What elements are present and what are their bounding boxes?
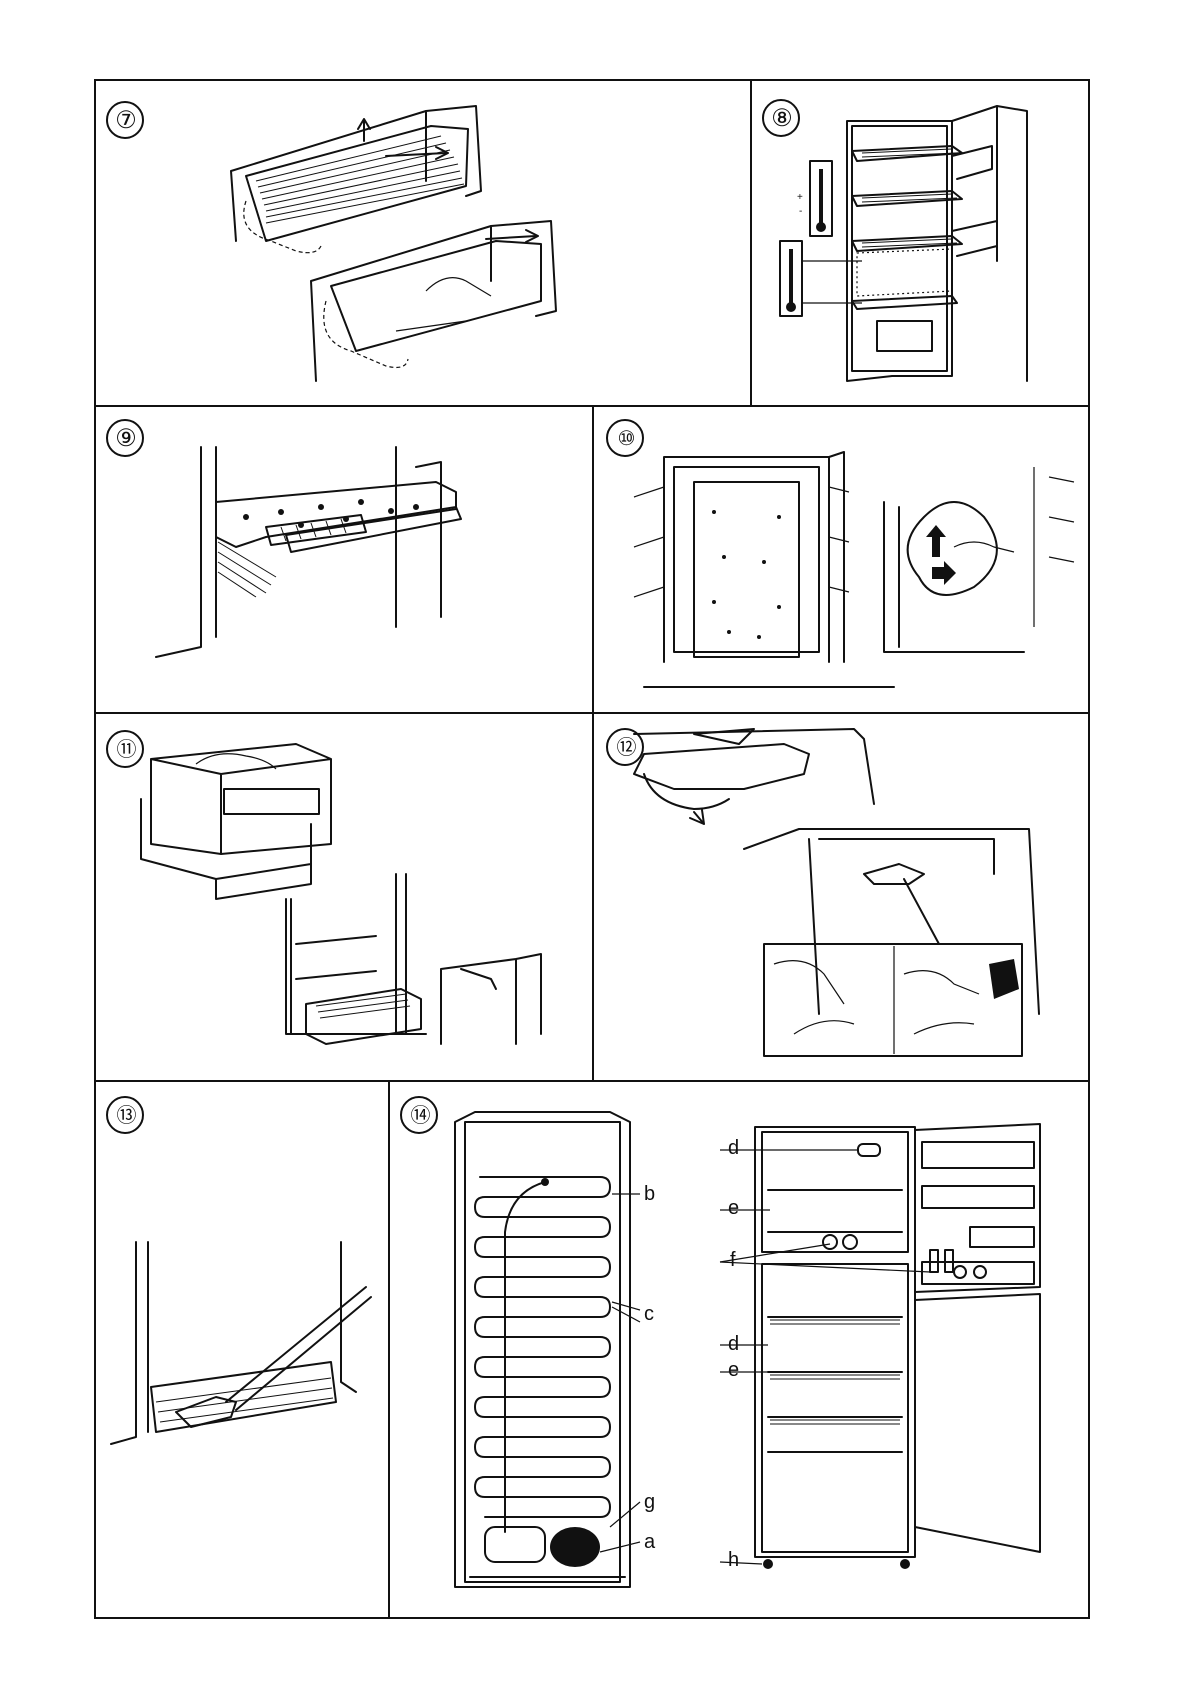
condenser-coil [475,1177,610,1517]
thermo-plus-label: + [797,193,803,203]
arrow-down-icon [932,561,956,585]
label-b: b [644,1184,655,1204]
compressor [550,1527,600,1567]
figure-7-shelf-removal: ⑦ [96,81,750,405]
label-g: g [644,1492,655,1512]
freezer-tray-illustration [96,407,592,712]
label-c: c [644,1304,654,1324]
bulb-detail-inset [764,944,1022,1056]
arrow-up-icon [926,525,946,557]
label-d-upper: d [728,1138,739,1158]
light-bulb-illustration [594,714,1088,1080]
label-e-lower: e [728,1360,739,1380]
label-f: f [730,1250,736,1270]
figure-11-crisper-drawers: ⑪ [96,714,592,1080]
label-a: a [644,1532,655,1552]
figure-12-light-bulb: ⑫ [594,714,1088,1080]
label-d-lower: d [728,1334,739,1354]
figure-14-fridge-parts: ⑭ [390,1082,1088,1619]
label-h: h [728,1550,739,1570]
defrost-illustration [594,407,1088,712]
crisper-drawers-illustration [96,714,592,1080]
label-e-upper: e [728,1198,739,1218]
shelf-illustration [96,81,750,405]
figure-10-defrost-drain: ⑩ [594,407,1088,712]
fridge-interior-illustration [752,81,1088,405]
cleaning-illustration [96,1082,388,1619]
figure-13-cleaning: ⑬ [96,1082,388,1619]
thermo-minus-label: - [799,207,802,217]
figure-8-temperature-zones: ⑧ + - [752,81,1088,405]
figure-9-freezer-tray: ⑨ [96,407,592,712]
